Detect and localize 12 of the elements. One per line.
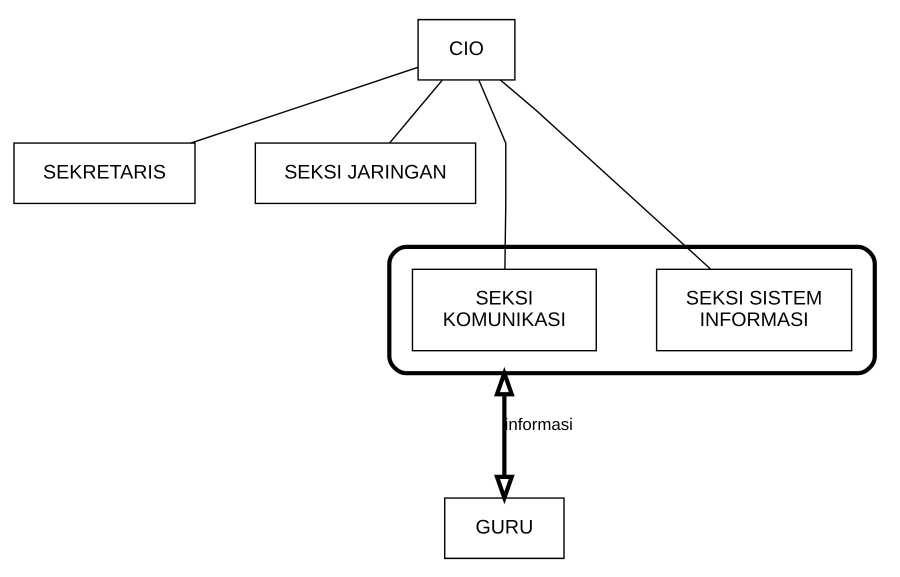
node-box: SEKSI KOMUNIKASI (412, 268, 597, 351)
node-box: CIO (417, 18, 516, 80)
connector (500, 78, 712, 270)
connector (190, 66, 418, 144)
cluster (387, 244, 877, 375)
node-box: SEKSI JARINGAN (254, 142, 476, 204)
connector (389, 79, 443, 143)
connector (478, 79, 506, 268)
node-box: GURU (444, 496, 565, 559)
node-box: SEKRETARIS (13, 142, 196, 204)
node-box: SEKSI SISTEM INFORMASI (656, 268, 852, 351)
arrow (494, 366, 515, 504)
